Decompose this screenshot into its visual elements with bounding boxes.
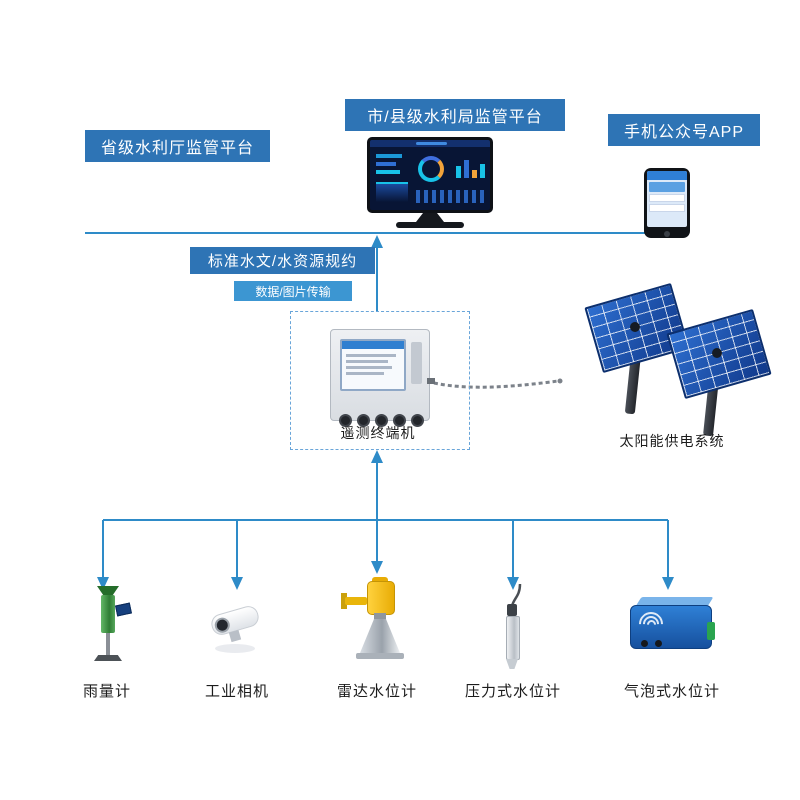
label-data-transmission: 数据/图片传输 bbox=[234, 281, 352, 301]
bubble-level-gauge-icon bbox=[626, 594, 718, 658]
rtu-cable-gland bbox=[357, 414, 370, 427]
monitor-dashboard bbox=[370, 140, 490, 210]
rtu-label: 遥测终端机 bbox=[340, 425, 416, 441]
arrowhead-up-rtu bbox=[371, 450, 383, 463]
industrial-camera-icon bbox=[203, 598, 267, 656]
rtu-cable-gland bbox=[393, 414, 406, 427]
solar-label: 太阳能供电系统 bbox=[619, 433, 725, 449]
monitor-icon bbox=[367, 137, 493, 213]
antenna-tip bbox=[557, 378, 563, 384]
sensor-label-radar: 雷达水位计 bbox=[336, 683, 417, 700]
rtu-cable-gland bbox=[375, 414, 388, 427]
monitor-base bbox=[396, 222, 464, 228]
phone-screen bbox=[647, 171, 687, 227]
node-provincial-platform: 省级水利厅监管平台 bbox=[85, 130, 270, 162]
rain-gauge-icon bbox=[80, 586, 136, 666]
solar-panel-hub bbox=[712, 348, 722, 358]
rtu-cable-gland bbox=[411, 414, 424, 427]
arrowhead-down-bubble bbox=[662, 577, 674, 590]
monitor-stand bbox=[416, 213, 444, 222]
radar-level-gauge-icon bbox=[341, 577, 413, 673]
phone-home-button bbox=[664, 231, 670, 237]
arrowhead-down-camera bbox=[231, 577, 243, 590]
sensor-label-bubble: 气泡式水位计 bbox=[623, 683, 720, 700]
node-mobile-app: 手机公众号APP bbox=[608, 114, 760, 146]
rtu-dashed-outline bbox=[290, 311, 470, 450]
arrowhead-down-radar bbox=[371, 561, 383, 574]
sensor-label-rain: 雨量计 bbox=[82, 683, 131, 700]
node-city-platform: 市/县级水利局监管平台 bbox=[345, 99, 565, 131]
solar-panel-hub bbox=[630, 322, 640, 332]
rtu-screen bbox=[340, 339, 406, 391]
terminal-block bbox=[707, 622, 715, 640]
pressure-level-gauge-icon bbox=[490, 584, 534, 674]
rtu-cable-gland bbox=[339, 414, 352, 427]
sensor-label-camera: 工业相机 bbox=[204, 683, 269, 700]
label-protocol: 标准水文/水资源规约 bbox=[190, 247, 375, 274]
rtu-antenna-port bbox=[427, 378, 435, 384]
smartphone-icon bbox=[644, 168, 690, 238]
rtu-keypad bbox=[411, 342, 422, 384]
sensor-label-pressure: 压力式水位计 bbox=[464, 683, 561, 700]
rtu-device-icon bbox=[330, 329, 435, 427]
